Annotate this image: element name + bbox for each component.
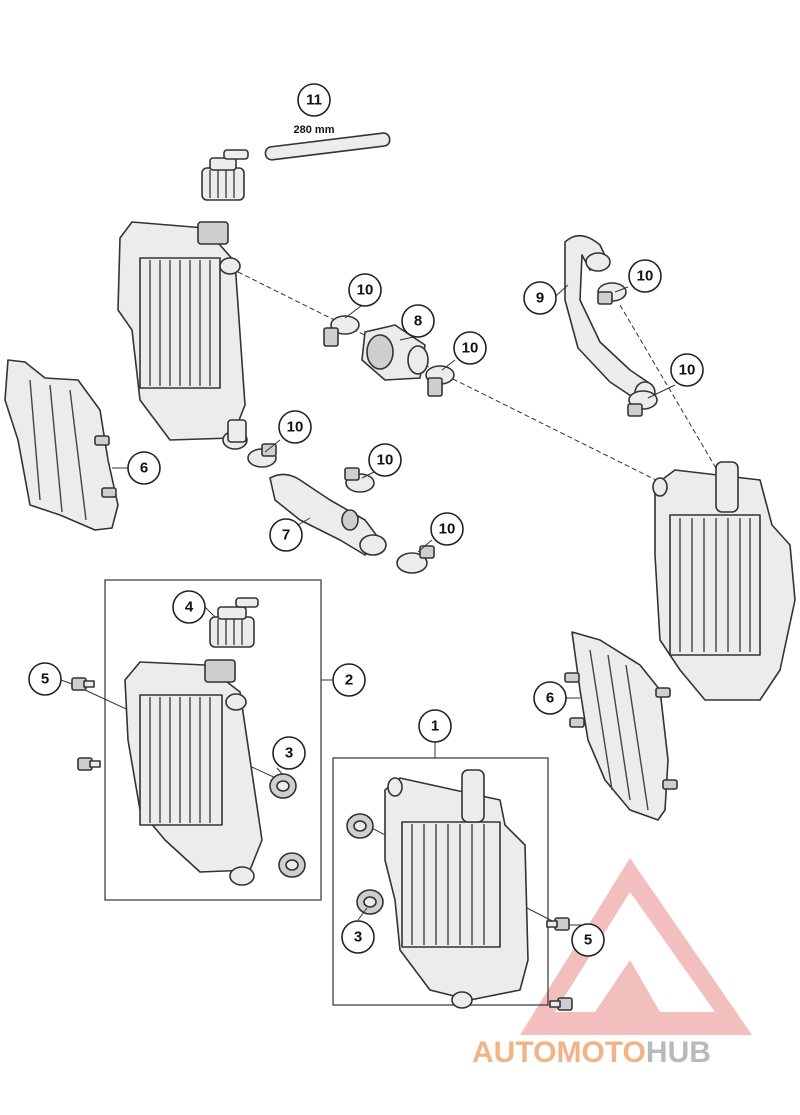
callout-10-f: 10 (368, 443, 402, 477)
svg-text:10: 10 (377, 452, 394, 469)
filler-cap-4 (209, 597, 259, 648)
svg-text:3: 3 (285, 745, 293, 762)
callout-6-left: 6 (127, 451, 161, 485)
filler-cap-top (201, 149, 249, 201)
hose-clamp-upper-left (323, 315, 360, 347)
callout-10-g: 10 (430, 512, 464, 546)
rubber-grommet-right-upper (346, 813, 374, 839)
svg-text:6: 6 (546, 690, 554, 707)
callout-6-right: 6 (533, 681, 567, 715)
svg-text:10: 10 (679, 362, 696, 379)
watermark-logo (520, 858, 752, 1035)
callout-7: 7 (269, 518, 303, 552)
svg-text:6: 6 (140, 460, 148, 477)
callout-5-left: 5 (28, 662, 62, 696)
callout-10-b: 10 (453, 331, 487, 365)
callout-10-c: 10 (628, 259, 662, 293)
svg-text:10: 10 (357, 282, 374, 299)
svg-text:10: 10 (462, 340, 479, 357)
radiator-guard-left (4, 359, 119, 531)
svg-text:10: 10 (439, 521, 456, 538)
callout-9: 9 (523, 281, 557, 315)
callout-8: 8 (401, 304, 435, 338)
hose-clamp-hose9-bottom (627, 390, 658, 417)
bolt-5-left-lower (77, 757, 101, 771)
bolt-5-right-lower (549, 997, 573, 1011)
callout-3-left: 3 (272, 736, 306, 770)
svg-text:5: 5 (41, 671, 49, 688)
svg-text:11: 11 (306, 92, 322, 109)
assembly-box-1 (332, 757, 549, 1006)
bolt-5-left-upper (71, 677, 95, 691)
radiator-left-assembly (124, 659, 263, 886)
rubber-grommet-left-lower (278, 852, 306, 878)
svg-text:9: 9 (536, 290, 544, 307)
assembly-box-2 (104, 579, 322, 901)
watermark-text: AUTOMOTOHUB (472, 1036, 711, 1069)
callout-4: 4 (172, 590, 206, 624)
callout-11: 11 (297, 83, 331, 117)
svg-text:8: 8 (414, 313, 422, 330)
overflow-hose (264, 132, 391, 161)
svg-text:1: 1 (431, 718, 439, 735)
callout-1: 1 (418, 709, 452, 743)
radiator-right-assembly (384, 769, 529, 1009)
svg-text:3: 3 (354, 929, 362, 946)
thermostat-housing (361, 324, 429, 381)
hose-clamp-upper-right (425, 365, 455, 397)
callout-2: 2 (332, 663, 366, 697)
svg-text:7: 7 (282, 527, 290, 544)
svg-text:10: 10 (287, 419, 304, 436)
callout-3-right: 3 (341, 920, 375, 954)
hose-clamp-hose9-top (597, 282, 627, 305)
hose-clamp-hose7-right (344, 467, 375, 493)
hose-clamp-hose7-lower (396, 545, 435, 574)
radiator-guard-right (564, 631, 678, 821)
radiator-left-upper (117, 221, 248, 450)
hose-clamp-hose7-left (247, 443, 277, 468)
svg-text:10: 10 (637, 268, 654, 285)
hose-length-label: 280 mm (294, 124, 335, 136)
radiator-hose-7 (269, 473, 387, 556)
svg-text:4: 4 (185, 599, 194, 616)
callout-10-e: 10 (278, 410, 312, 444)
svg-text:2: 2 (345, 672, 353, 689)
rubber-grommet-left-upper (269, 773, 297, 799)
dashed-guide-hose-9 (619, 304, 721, 476)
callout-10-d: 10 (670, 353, 704, 387)
callout-5-right: 5 (571, 923, 605, 957)
rubber-grommet-right-lower (356, 889, 384, 915)
bolt-5-right-upper (546, 917, 570, 931)
svg-text:5: 5 (584, 932, 592, 949)
callout-10-a: 10 (348, 273, 382, 307)
radiator-right-upper (652, 461, 796, 701)
